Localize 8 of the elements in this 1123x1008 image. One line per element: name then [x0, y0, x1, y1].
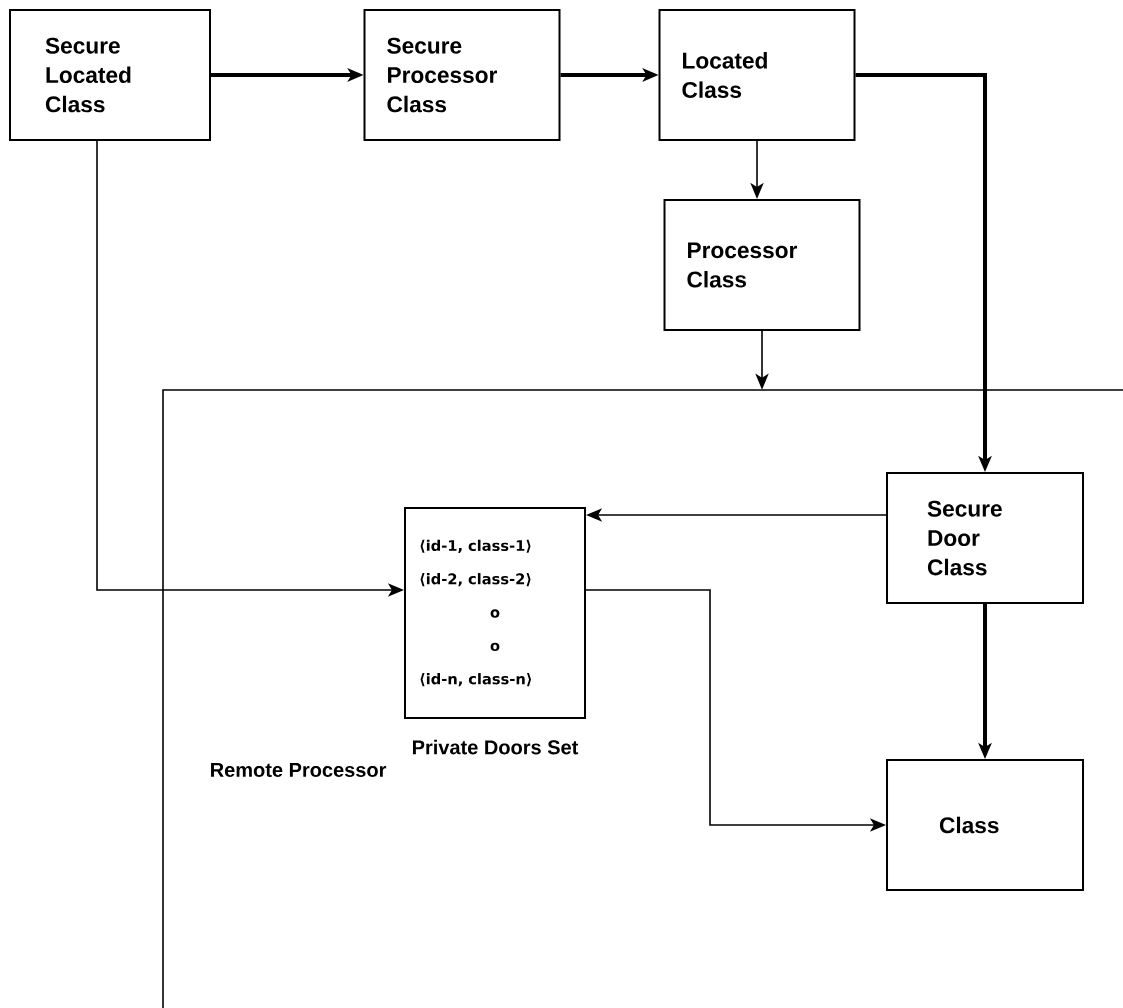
set-box: ⟨id-1, class-1⟩ ⟨id-2, class-2⟩ o o ⟨id-n, class-n⟩: [404, 507, 586, 719]
class-box: Secure Located Class: [9, 9, 211, 141]
class-box: Secure Door Class: [886, 472, 1084, 604]
class-box: Class: [886, 759, 1084, 891]
class-box: Processor Class: [663, 199, 861, 331]
class-box: Secure Processor Class: [363, 9, 561, 141]
class-box: Located Class: [658, 9, 856, 141]
box-caption: Private Doors Set: [413, 739, 579, 755]
